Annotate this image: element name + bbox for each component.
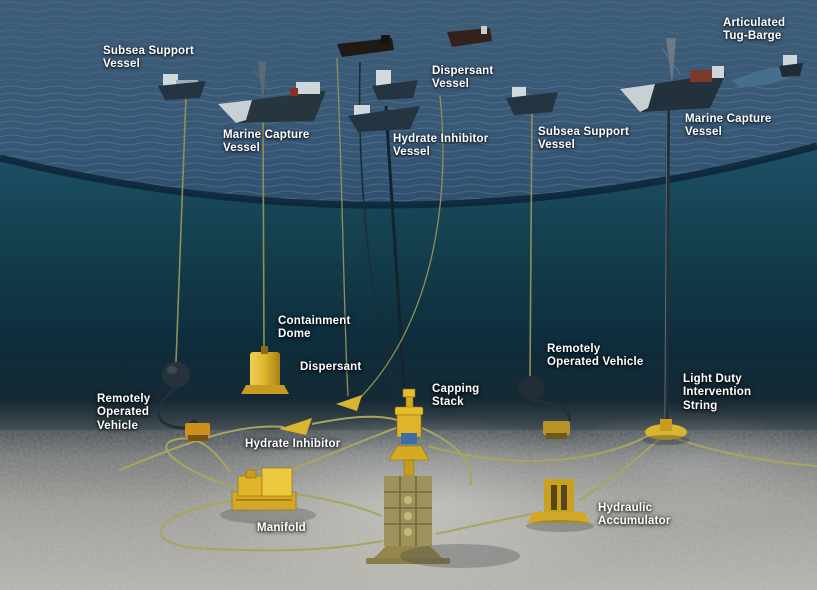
flowline-stack-to-string xyxy=(427,432,655,462)
rov-right-assembly xyxy=(518,376,571,439)
subsea-support-vessel-right xyxy=(506,87,558,115)
flowline-hydrate-east xyxy=(311,415,401,425)
flowline-hydrate-west xyxy=(119,425,285,471)
hydrate-inhibitor-wand xyxy=(279,418,312,435)
manifold xyxy=(220,467,316,524)
rov-left-assembly xyxy=(157,362,210,441)
flowline-rov-jumper xyxy=(165,437,237,489)
flowlines xyxy=(119,415,817,552)
tanker-silhouette-left xyxy=(337,35,394,57)
flowline-manifold-to-bop xyxy=(295,493,383,517)
riser-capping-stack xyxy=(384,105,406,393)
rov-left-body xyxy=(185,423,210,437)
intervention-string-base xyxy=(642,419,690,445)
marine-capture-vessel-right xyxy=(620,38,726,112)
pipe-intervention-string xyxy=(664,107,670,427)
dispersant-vessel xyxy=(372,70,418,100)
hose-dispersant-wand xyxy=(357,95,444,401)
flowline-string-to-accumulator xyxy=(579,437,661,501)
subsea-support-vessel-left xyxy=(158,74,206,100)
articulated-tug-barge xyxy=(732,55,803,88)
umbilical-rov-right xyxy=(529,102,533,379)
bop-stack xyxy=(366,476,520,568)
marine-capture-vessel-left xyxy=(218,62,326,123)
wire-containment-dome xyxy=(262,115,265,353)
rov-right-body xyxy=(543,421,570,435)
flowline-accumulator-west xyxy=(435,511,543,535)
hydrate-inhibitor-vessel xyxy=(348,105,420,132)
tanker-silhouette-right xyxy=(447,26,492,47)
surface-boundary xyxy=(0,142,817,209)
pipe-intervention-highlight xyxy=(664,107,668,427)
flowline-manifold-loop xyxy=(159,499,384,552)
flowline-string-east xyxy=(671,436,817,467)
dispersant-wand xyxy=(336,395,362,411)
containment-dome xyxy=(241,346,289,394)
hydraulic-accumulator xyxy=(526,479,594,532)
hose-dispersant xyxy=(336,57,349,397)
tms-right xyxy=(518,376,544,400)
tms-left xyxy=(162,362,190,388)
cables xyxy=(175,57,670,427)
umbilical-rov-left xyxy=(175,95,187,363)
